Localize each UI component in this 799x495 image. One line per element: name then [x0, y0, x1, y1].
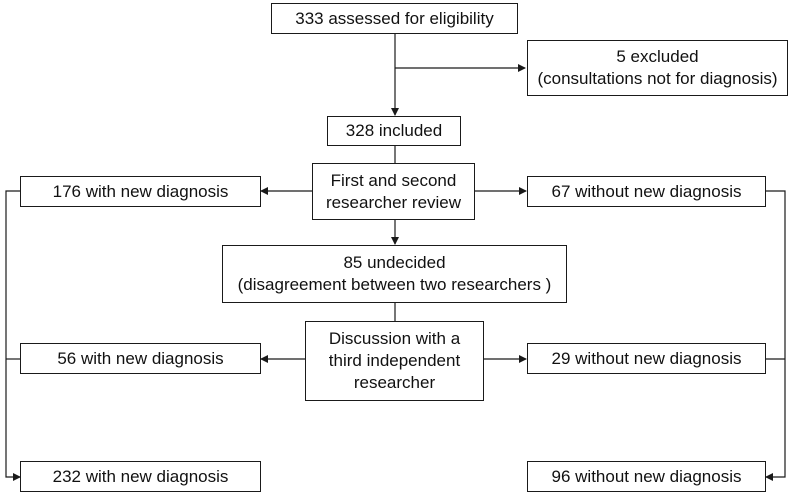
- undecided-box: 85 undecided (disagreement between two r…: [222, 245, 567, 303]
- review-new-diagnosis-box: 176 with new diagnosis: [20, 176, 261, 207]
- discussion-without-diagnosis-box: 29 without new diagnosis: [527, 343, 766, 374]
- connector-right-collector: [765, 190, 786, 481]
- assessed-box: 333 assessed for eligibility: [271, 3, 518, 34]
- total-without-diagnosis-box: 96 without new diagnosis: [527, 461, 766, 492]
- review-without-diagnosis-box: 67 without new diagnosis: [527, 176, 766, 207]
- discussion-new-diagnosis-box: 56 with new diagnosis: [20, 343, 261, 374]
- review-box: First and second researcher review: [312, 163, 475, 220]
- discussion-box: Discussion with a third independent rese…: [305, 321, 484, 401]
- excluded-box: 5 excluded (consultations not for diagno…: [527, 40, 788, 96]
- connector-left-collector: [5, 190, 21, 481]
- included-box: 328 included: [327, 116, 461, 146]
- total-new-diagnosis-box: 232 with new diagnosis: [20, 461, 261, 492]
